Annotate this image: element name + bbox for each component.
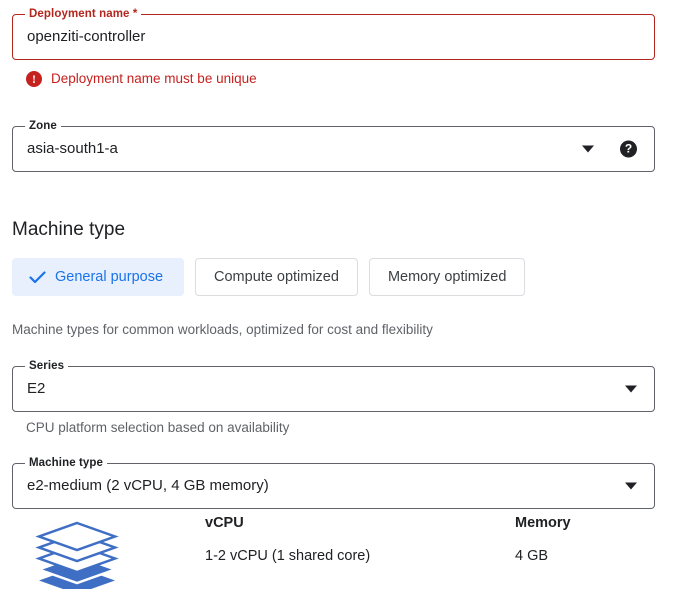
deployment-name-input-value[interactable]: openziti-controller bbox=[27, 28, 146, 45]
chevron-down-icon[interactable] bbox=[625, 385, 637, 393]
series-select-field[interactable]: Series E2 bbox=[12, 360, 655, 412]
machine-spec-summary: vCPU 1-2 vCPU (1 shared core) Memory 4 G… bbox=[12, 514, 655, 589]
chevron-down-icon[interactable] bbox=[625, 482, 637, 490]
deployment-name-field[interactable]: Deployment name * openziti-controller bbox=[12, 8, 655, 60]
deployment-name-error: ! Deployment name must be unique bbox=[26, 71, 257, 87]
machine-type-heading: Machine type bbox=[12, 219, 126, 240]
zone-selected-value: asia-south1-a bbox=[27, 140, 118, 157]
spec-column-vcpu: vCPU 1-2 vCPU (1 shared core) bbox=[205, 514, 370, 565]
memory-label: Memory bbox=[515, 515, 571, 531]
memory-value: 4 GB bbox=[515, 548, 549, 564]
machine-type-label: Machine type bbox=[25, 457, 108, 470]
help-question-icon[interactable]: ? bbox=[620, 140, 637, 158]
tab-memory-optimized[interactable]: Memory optimized bbox=[368, 258, 526, 296]
tab-compute-optimized-label: Compute optimized bbox=[214, 269, 339, 285]
chevron-down-icon[interactable] bbox=[582, 145, 594, 153]
machine-type-selected-value: e2-medium (2 vCPU, 4 GB memory) bbox=[27, 477, 269, 494]
error-exclamation-icon: ! bbox=[26, 71, 42, 87]
machine-family-tab-group: General purpose Compute optimized Memory… bbox=[12, 258, 526, 296]
zone-select-field[interactable]: Zone asia-south1-a ? bbox=[12, 120, 655, 172]
machine-type-select-field[interactable]: Machine type e2-medium (2 vCPU, 4 GB mem… bbox=[12, 457, 655, 509]
series-helper-text: CPU platform selection based on availabi… bbox=[26, 420, 290, 435]
vcpu-value: 1-2 vCPU (1 shared core) bbox=[205, 548, 371, 564]
deployment-name-error-text: Deployment name must be unique bbox=[51, 71, 257, 86]
machine-family-helper-text: Machine types for common workloads, opti… bbox=[12, 322, 433, 337]
deployment-name-label: Deployment name * bbox=[25, 8, 142, 21]
required-asterisk: * bbox=[132, 8, 138, 20]
spec-column-memory: Memory 4 GB bbox=[515, 514, 571, 565]
tab-general-purpose-label: General purpose bbox=[55, 269, 164, 285]
tab-memory-optimized-label: Memory optimized bbox=[387, 269, 507, 285]
vcpu-label: vCPU bbox=[205, 515, 244, 531]
stacked-layers-icon bbox=[35, 521, 119, 589]
tab-compute-optimized[interactable]: Compute optimized bbox=[195, 258, 358, 296]
check-icon bbox=[29, 270, 46, 283]
zone-label: Zone bbox=[25, 120, 61, 133]
tab-general-purpose[interactable]: General purpose bbox=[12, 258, 185, 296]
series-label: Series bbox=[25, 360, 69, 373]
deployment-name-label-text: Deployment name bbox=[29, 8, 130, 20]
series-selected-value: E2 bbox=[27, 380, 46, 397]
